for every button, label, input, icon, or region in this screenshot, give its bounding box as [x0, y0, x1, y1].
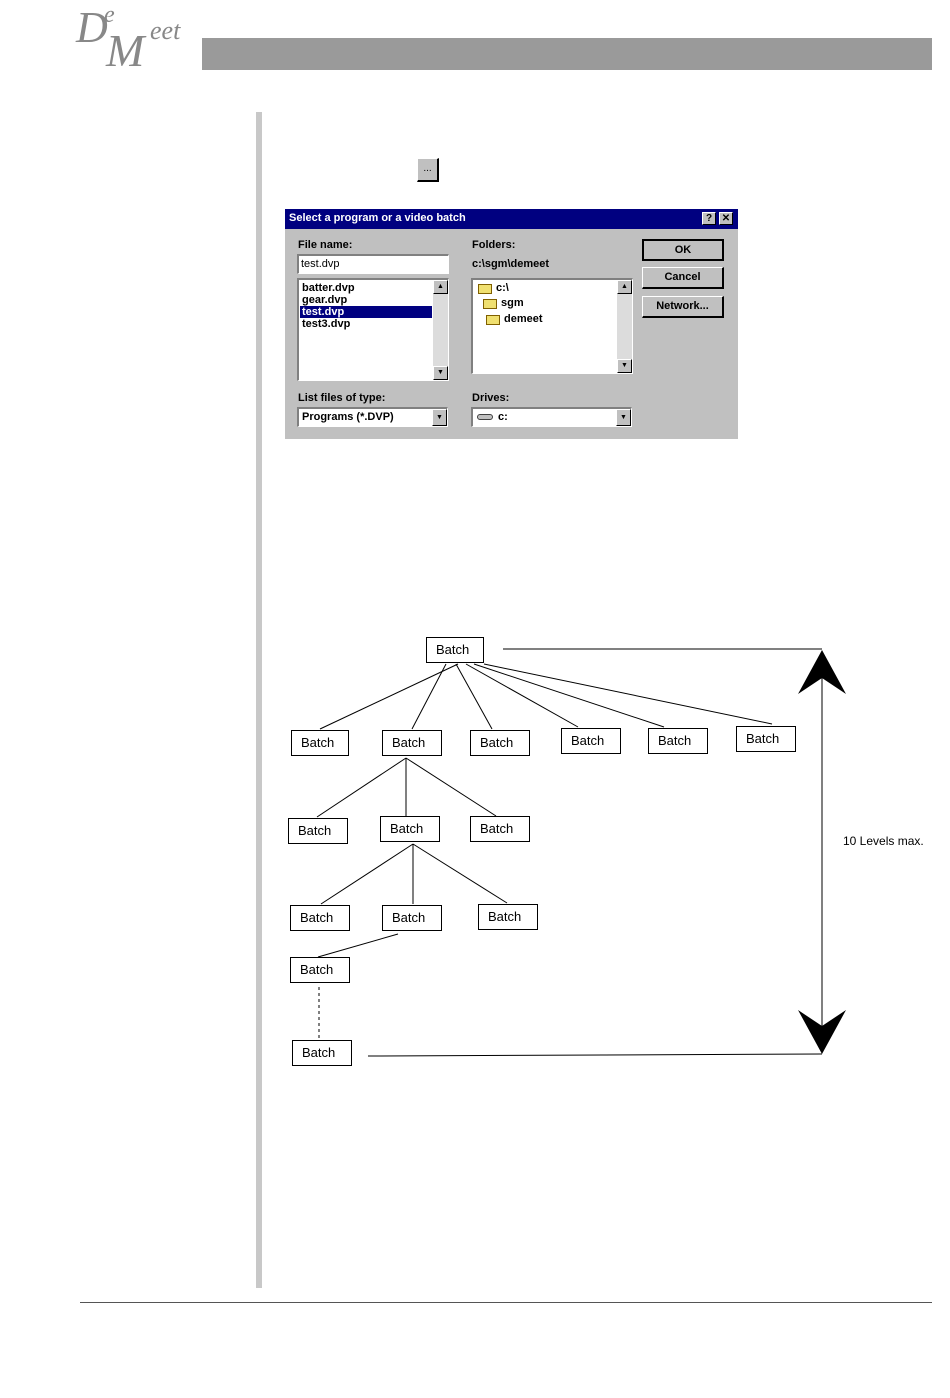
drive-value: c: — [498, 411, 508, 423]
file-item-test3[interactable]: test3.dvp — [302, 318, 351, 330]
connector-line — [473, 663, 665, 728]
levels-max-label: 10 Levels max. — [843, 834, 924, 848]
arrow-up-icon — [798, 650, 846, 694]
batch-node-level10: Batch — [292, 1040, 352, 1066]
ok-button[interactable]: OK — [642, 239, 724, 261]
footer-rule — [80, 1302, 932, 1303]
file-list[interactable]: batter.dvp gear.dvp test.dvp test3.dvp ▲… — [297, 278, 449, 381]
arrow-down-icon — [798, 1010, 846, 1054]
batch-node-level3: Batch — [380, 816, 440, 842]
file-item-test[interactable]: test.dvp — [300, 306, 432, 318]
scroll-down-arrow-icon[interactable]: ▼ — [433, 366, 448, 380]
batch-node-level2: Batch — [648, 728, 708, 754]
chevron-down-icon[interactable]: ▼ — [432, 409, 447, 426]
folders-label: Folders: — [472, 239, 516, 251]
file-name-label: File name: — [298, 239, 353, 251]
batch-node-level4: Batch — [478, 904, 538, 930]
logo-letter-m: M — [106, 25, 145, 76]
folder-tree[interactable]: c:\ sgm demeet ▲ ▼ — [471, 278, 633, 374]
batch-node-level3: Batch — [288, 818, 348, 844]
file-name-input[interactable]: test.dvp — [297, 254, 449, 274]
connector-line — [411, 663, 447, 730]
folder-item-demeet[interactable]: demeet — [504, 313, 543, 325]
side-margin-rule — [256, 112, 262, 1288]
batch-node-level5: Batch — [290, 957, 350, 983]
batch-node-level3: Batch — [470, 816, 530, 842]
connector-line — [412, 843, 508, 904]
folder-tree-scrollbar[interactable]: ▲ ▼ — [617, 280, 632, 373]
logo-letters-eet: eet — [150, 16, 181, 45]
connector-line — [317, 933, 399, 958]
scroll-up-arrow-icon[interactable]: ▲ — [433, 280, 448, 294]
dialog-title-bar: Select a program or a video batch ? ✕ — [285, 209, 738, 229]
file-name-value: test.dvp — [301, 258, 340, 270]
connector-line — [455, 663, 493, 730]
dialog-title: Select a program or a video batch — [289, 212, 466, 224]
drive-icon — [477, 414, 493, 420]
scroll-up-arrow-icon[interactable]: ▲ — [617, 280, 632, 294]
connector-line — [465, 663, 579, 728]
connector-line — [316, 757, 407, 818]
close-button[interactable]: ✕ — [719, 212, 733, 225]
file-open-dialog: Select a program or a video batch ? ✕ Fi… — [285, 209, 738, 439]
drive-select[interactable]: c: ▼ — [471, 407, 632, 427]
folder-open-icon — [483, 299, 497, 309]
list-type-label: List files of type: — [298, 392, 386, 404]
demeet-logo: D e M eet — [76, 2, 206, 76]
batch-node-root: Batch — [426, 637, 484, 663]
network-button[interactable]: Network... — [642, 296, 724, 318]
batch-node-level2: Batch — [561, 728, 621, 754]
scroll-down-arrow-icon[interactable]: ▼ — [617, 359, 632, 373]
folder-item-c[interactable]: c:\ — [496, 282, 509, 294]
cancel-button[interactable]: Cancel — [642, 267, 724, 289]
browse-button[interactable]: ... — [417, 158, 439, 182]
batch-node-level4: Batch — [382, 905, 442, 931]
logo-letter-e: e — [104, 2, 115, 28]
folder-open-icon — [486, 315, 500, 325]
batch-node-level2: Batch — [736, 726, 796, 752]
batch-node-level2: Batch — [382, 730, 442, 756]
current-path: c:\sgm\demeet — [472, 258, 550, 270]
drives-label: Drives: — [472, 392, 510, 404]
help-button[interactable]: ? — [702, 212, 716, 225]
file-type-value: Programs (*.DVP) — [302, 411, 394, 423]
level-bracket-bottom — [367, 1053, 823, 1057]
connector-line — [320, 843, 414, 905]
file-type-select[interactable]: Programs (*.DVP) ▼ — [297, 407, 448, 427]
batch-node-level2: Batch — [470, 730, 530, 756]
folder-open-icon — [478, 284, 492, 294]
connector-line — [483, 663, 773, 725]
batch-node-level4: Batch — [290, 905, 350, 931]
header-bar — [202, 38, 932, 70]
chevron-down-icon[interactable]: ▼ — [616, 409, 631, 426]
file-item-gear[interactable]: gear.dvp — [302, 294, 348, 306]
batch-node-level2: Batch — [291, 730, 349, 756]
logo-letter-d: D — [76, 3, 108, 52]
connector-line — [319, 663, 459, 730]
folder-item-sgm[interactable]: sgm — [501, 297, 524, 309]
file-list-scrollbar[interactable]: ▲ ▼ — [433, 280, 448, 380]
connector-line — [405, 757, 497, 817]
file-item-batter[interactable]: batter.dvp — [302, 282, 355, 294]
